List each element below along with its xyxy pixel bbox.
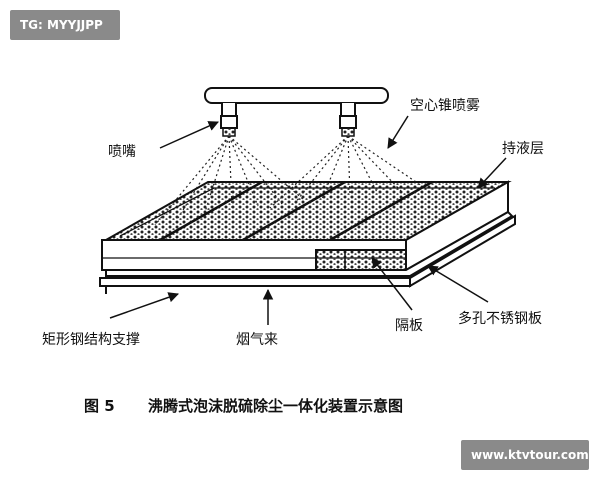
arrow-nozzle [159, 121, 219, 149]
figure-number: 图 5 [84, 397, 115, 415]
label-nozzle: 喷嘴 [108, 144, 136, 160]
arrow-liquid-layer [477, 157, 507, 189]
watermark-bottom-right: www.ktvtour.com [461, 440, 589, 470]
label-frame-support: 矩形钢结构支撑 [42, 332, 140, 348]
label-liquid-holding-layer: 持液层 [502, 141, 544, 157]
spray-pipe [204, 87, 389, 117]
figure-title: 沸腾式泡沫脱硫除尘一体化装置示意图 [148, 397, 403, 415]
arrow-perforated-plate [427, 265, 489, 303]
arrow-partition [371, 257, 413, 311]
foam-tray [101, 180, 514, 277]
label-arrows [109, 115, 507, 325]
label-hollow-cone-spray: 空心锥喷雾 [410, 98, 480, 114]
label-flue-gas-inlet: 烟气来 [236, 332, 278, 348]
watermark-top-left: TG: MYYJJPP [10, 10, 120, 40]
arrow-frame-support [109, 292, 179, 319]
label-partition: 隔板 [395, 318, 423, 334]
nozzle-right [339, 115, 357, 137]
nozzle-left [220, 115, 238, 137]
label-perforated-plate: 多孔不锈钢板 [458, 310, 542, 327]
arrow-spray [387, 115, 409, 149]
